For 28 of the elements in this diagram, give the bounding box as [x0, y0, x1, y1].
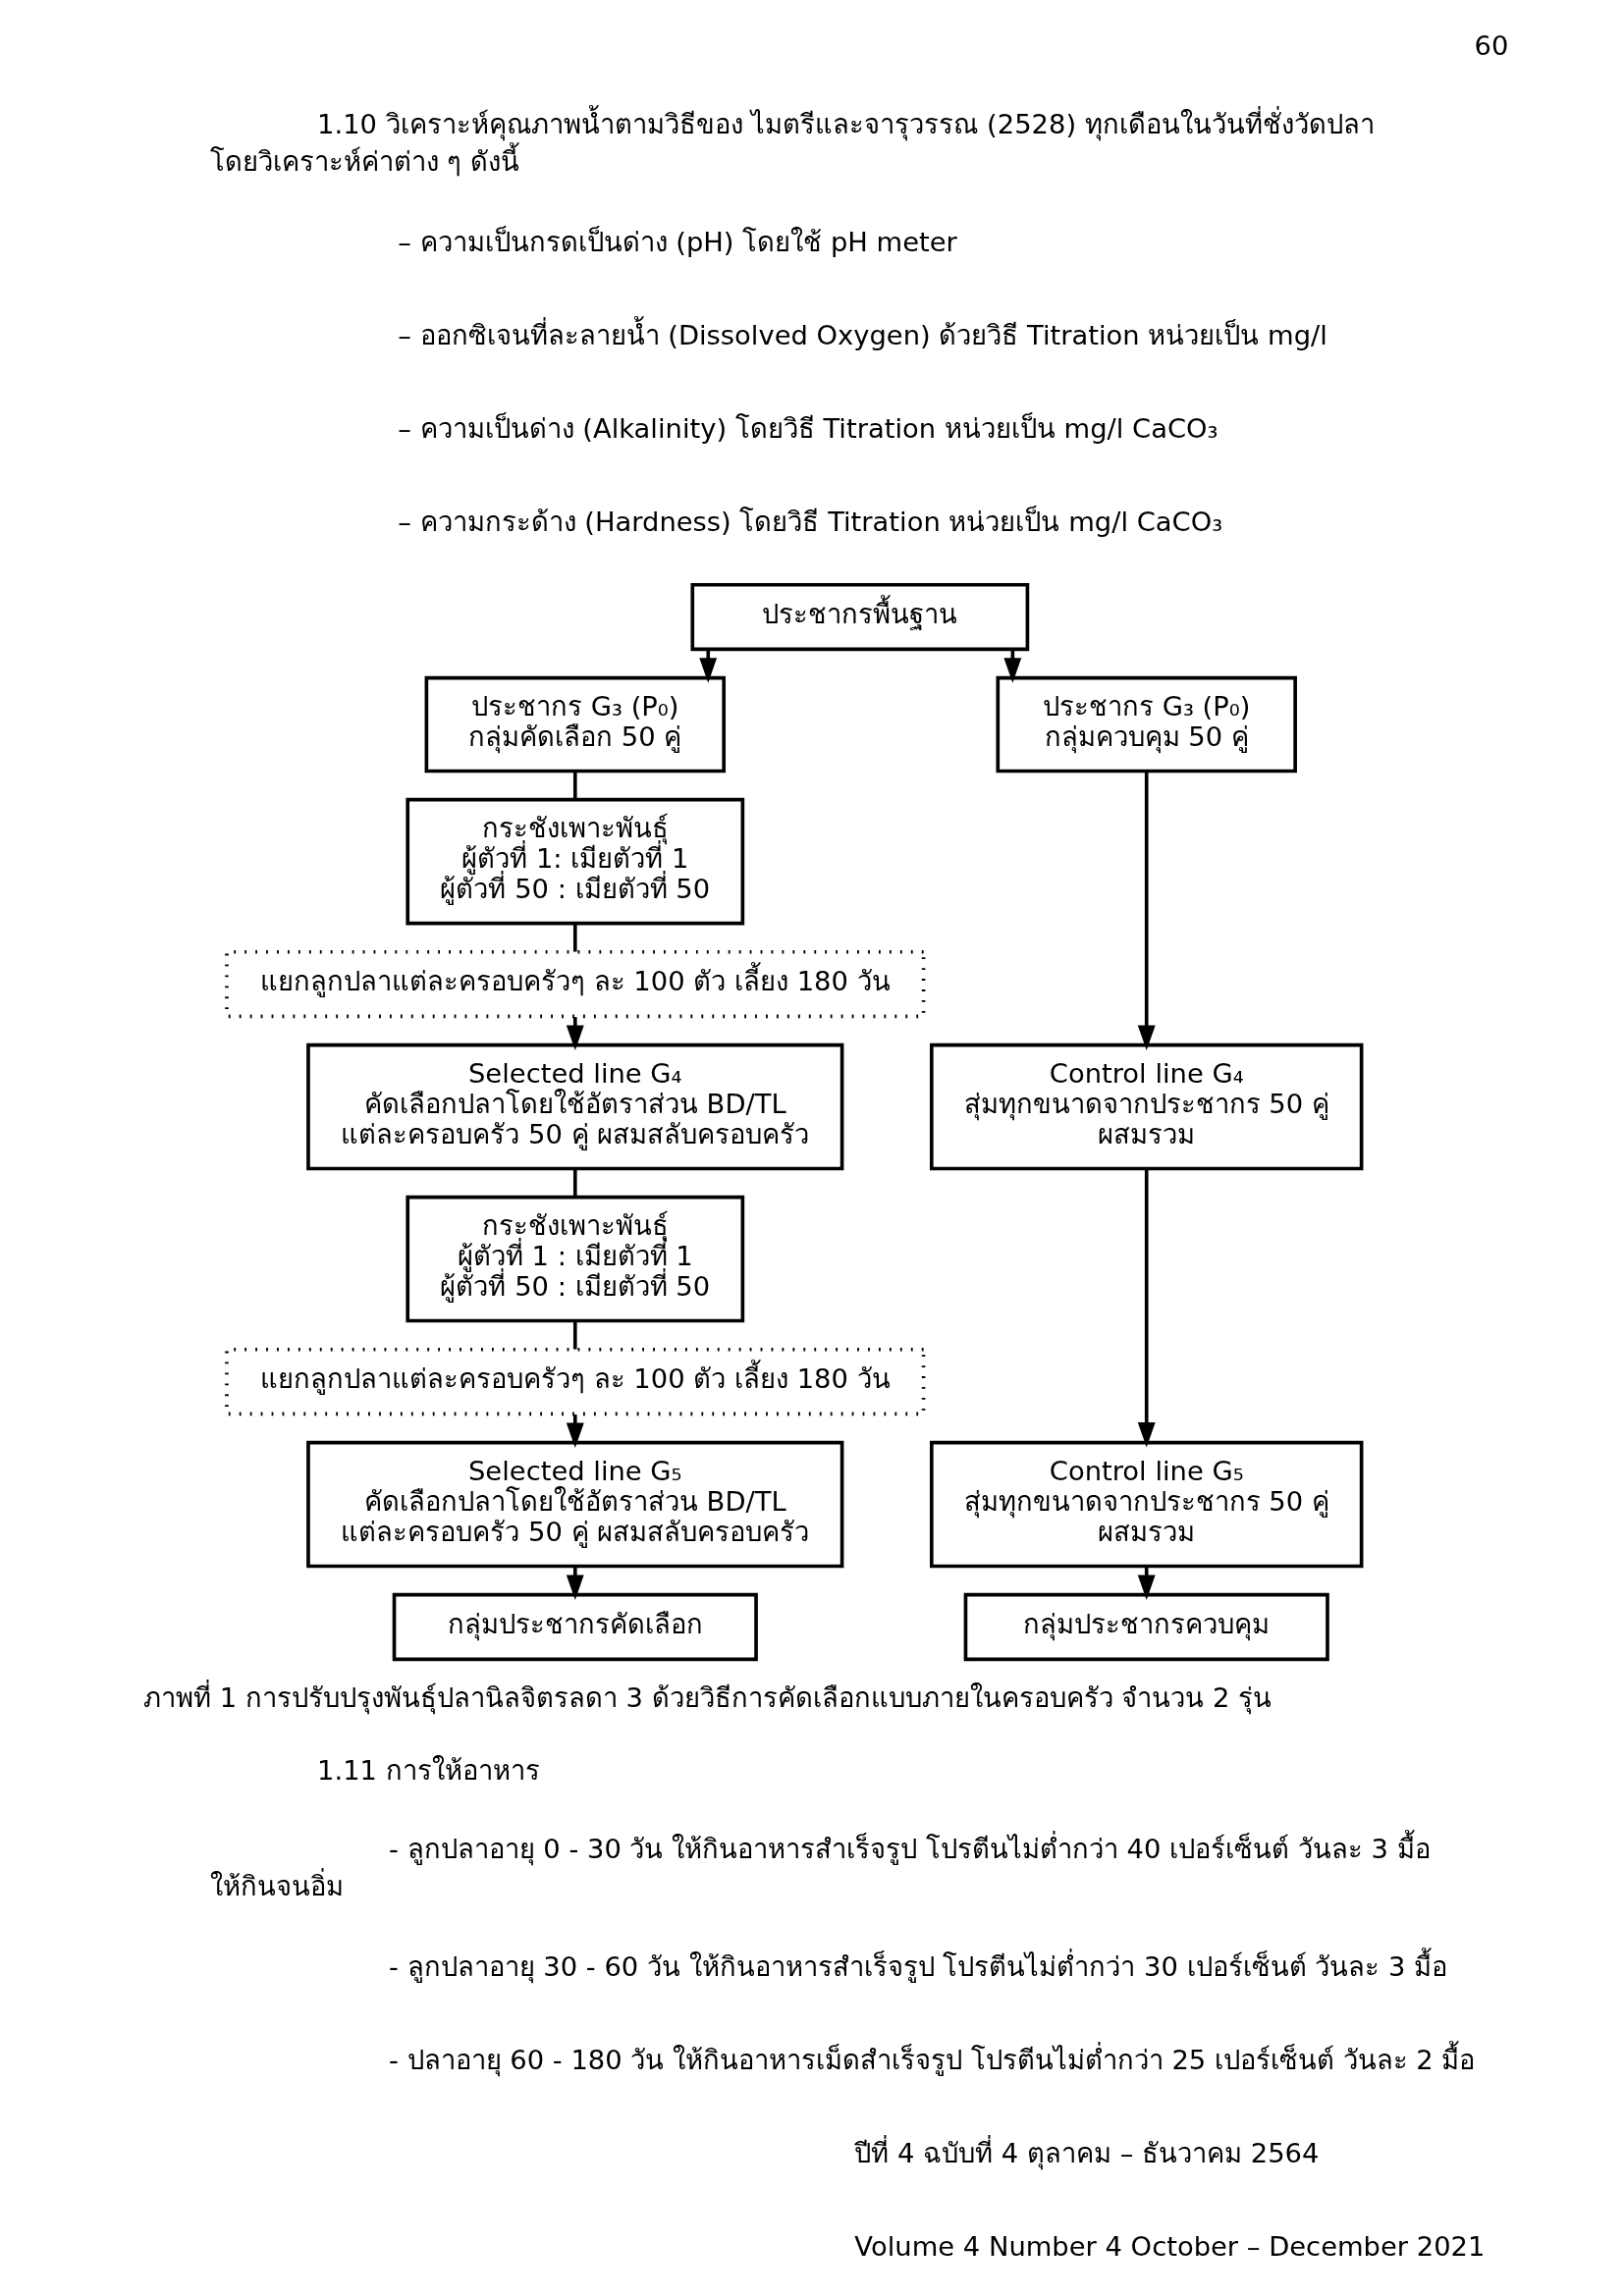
arrow	[1137, 1168, 1156, 1448]
node-box: กลุ่มประชากรควบคุม	[963, 1592, 1329, 1662]
node-box: ประชากรพื้นฐาน	[689, 582, 1029, 652]
connector	[572, 1168, 577, 1198]
label: – ความเป็นด่าง (Alkalinity) โดยวิธี Titration หน่วยเป็น mg/l CaCO₃	[397, 413, 1218, 445]
arrow	[698, 649, 717, 683]
caption: ภาพที่ 1 การปรับปรุงพันธุ์ปลานิลจิตรลดา 3 ด้วยวิธีการคัดเลือกแบบภายในครอบครัว จำนวน 2 รุ่น	[142, 1682, 1272, 1713]
node-box: ประชากร G₃ (P₀) กลุ่มคัดเลือก 50 คู่	[424, 675, 726, 774]
arrow	[1137, 771, 1156, 1051]
node-box: กระชังเพาะพันธุ์ ผู้ตัวที่ 1: เมียตัวที่ 1 ผู้ตัวที่ 50 : เมียตัวที่ 50	[405, 797, 744, 926]
label: – ความเป็นกรดเป็นด่าง (pH) โดยใช้ pH meter	[397, 227, 957, 258]
connector	[572, 1320, 577, 1350]
node-box: แยกลูกปลาแต่ละครอบครัวๆ ละ 100 ตัว เลี้ยง 180 วัน	[224, 1347, 925, 1416]
connector	[572, 923, 577, 952]
node-box: Selected line G₄ คัดเลือกปลาโดยใช้อัตราส่วน BD/TL แต่ละครอบครัว 50 คู่ ผสมสลับครอบครัว	[305, 1042, 843, 1171]
label: 60	[1474, 29, 1508, 61]
node-box: ประชากร G₃ (P₀) กลุ่มควบคุม 50 คู่	[996, 675, 1297, 774]
connector	[572, 772, 577, 800]
node-box: กลุ่มประชากรคัดเลือก	[392, 1592, 758, 1662]
node-box: กระชังเพาะพันธุ์ ผู้ตัวที่ 1 : เมียตัวที่ 1 ผู้ตัวที่ 50 : เมียตัวที่ 50	[405, 1195, 744, 1323]
node-box: แยกลูกปลาแต่ละครอบครัวๆ ละ 100 ตัว เลี้ยง 180 วัน	[224, 949, 925, 1019]
node-box: Control line G₄ สุ่มทุกขนาดจากประชากร 50 คู่ ผสมรวม	[929, 1042, 1363, 1171]
label: – ความกระด้าง (Hardness) โดยวิธี Titration หน่วยเป็น mg/l CaCO₃	[397, 507, 1222, 538]
node-box: Selected line G₅ คัดเลือกปลาโดยใช้อัตราส่วน BD/TL แต่ละครอบครัว 50 คู่ ผสมสลับครอบครัว	[305, 1440, 843, 1569]
node-box: Control line G₅ สุ่มทุกขนาดจากประชากร 50 คู่ ผสมรวม	[929, 1440, 1363, 1569]
label: ปีที่ 4 ฉบับที่ 4 ตุลาคม – ธันวาคม 2564	[853, 2137, 1319, 2168]
label: 1.11 การให้อาหาร	[316, 1754, 540, 1786]
label: Volume 4 Number 4 October – December 2021	[853, 2230, 1485, 2262]
